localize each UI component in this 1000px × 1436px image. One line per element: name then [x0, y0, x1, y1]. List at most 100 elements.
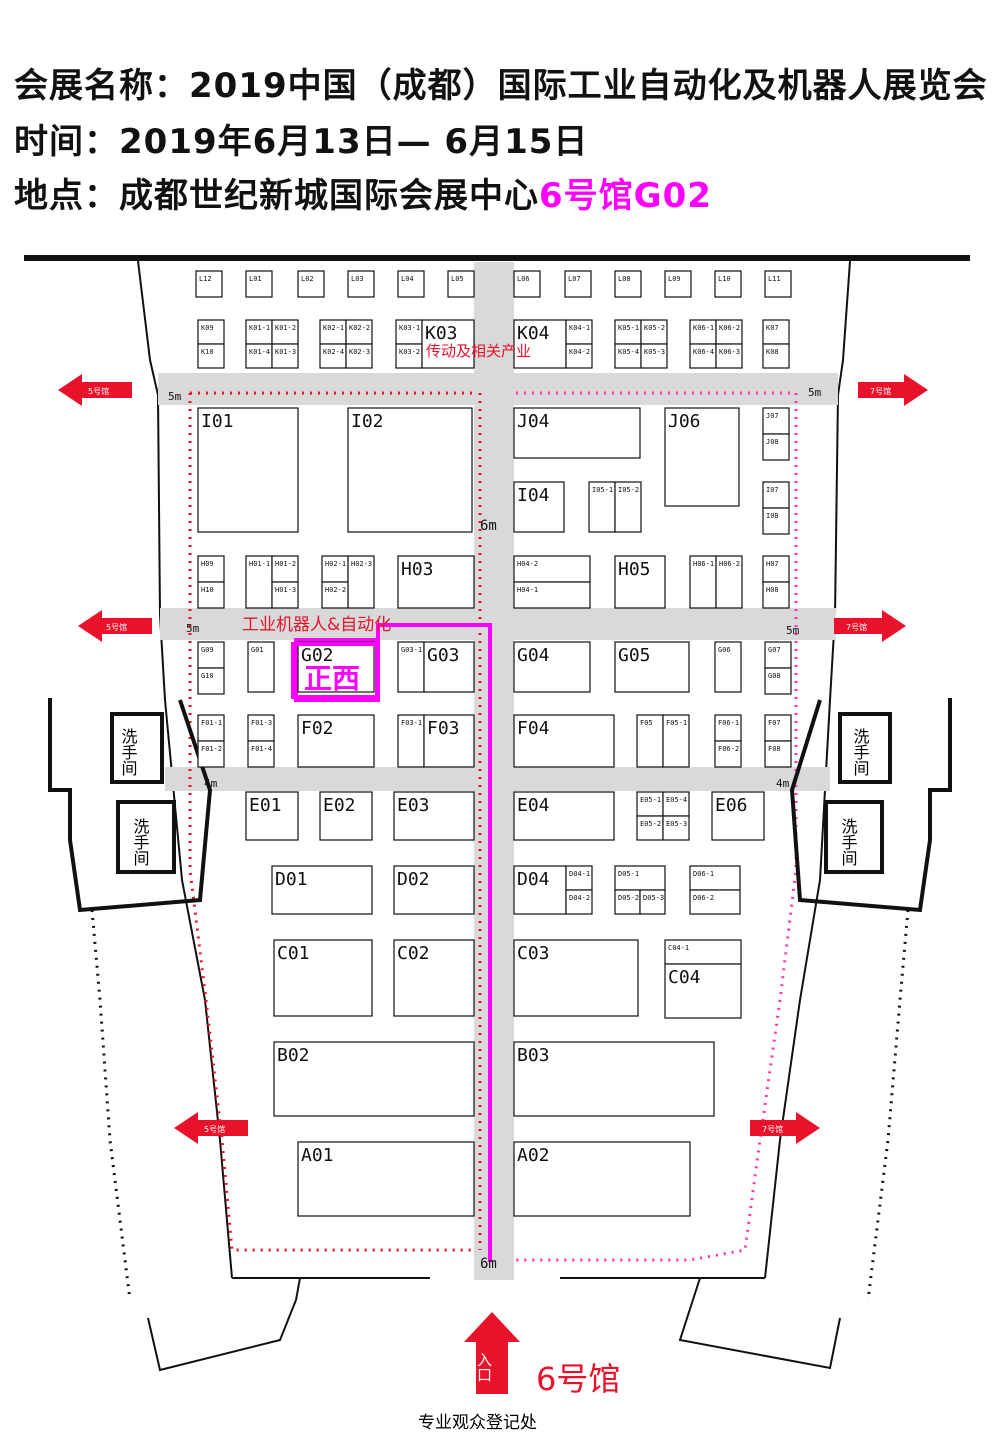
booth-k01-3 [271, 343, 299, 369]
booth-label-f07: F07 [768, 719, 781, 727]
booth-k02-4 [319, 343, 347, 369]
booth-label-k10: K10 [201, 348, 214, 356]
booth-label-h02-2: H02-2 [325, 586, 346, 594]
booth-label-k04-1: K04-1 [569, 324, 590, 332]
booth-b02 [273, 1041, 475, 1117]
booth-label-h09: H09 [201, 560, 214, 568]
restroom-label-4: 洗手间 [839, 818, 858, 867]
booth-label-l08: L08 [618, 275, 631, 283]
booth-label-e01: E01 [249, 795, 282, 816]
booth-k04-2 [565, 343, 593, 369]
booth-h04-2 [513, 555, 591, 583]
booth-f01-2 [197, 740, 225, 768]
booth-label-i07: I07 [766, 486, 779, 494]
booth-l01 [245, 270, 273, 298]
booth-g09 [197, 641, 225, 669]
booth-k04-1 [565, 319, 593, 345]
booth-l02 [297, 270, 325, 298]
exhibition-venue: 地点：成都世纪新城国际会展中心6号馆G02 [14, 168, 712, 217]
booth-d05-2 [614, 889, 641, 915]
booth-label-k05-3: K05-3 [644, 348, 665, 356]
booth-label-a01: A01 [301, 1145, 334, 1166]
booth-j07 [762, 407, 790, 435]
booth-i01 [197, 407, 299, 533]
booth-label-k02-1: K02-1 [323, 324, 344, 332]
booth-label-i02: I02 [351, 411, 384, 432]
booth-h03 [397, 555, 475, 609]
booth-label-e03: E03 [397, 795, 430, 816]
booth-label-k05-1: K05-1 [618, 324, 639, 332]
booth-k03 [421, 319, 475, 369]
booth-h01-3 [271, 581, 299, 609]
restroom-blocks [48, 698, 952, 913]
booth-k08 [762, 343, 790, 369]
hall-outline [137, 260, 851, 1372]
restroom-label-1: 洗手间 [119, 728, 138, 777]
booth-j04 [513, 407, 641, 459]
booth-l10 [714, 270, 742, 298]
booth-e04 [513, 791, 615, 841]
booth-d05-3 [639, 889, 666, 915]
booth-label-h01-2: H01-2 [275, 560, 296, 568]
booth-f01-1 [197, 714, 225, 742]
booth-label-g08: G08 [768, 672, 781, 680]
booth-c03 [513, 939, 639, 1017]
booth-label-f01-1: F01-1 [201, 719, 222, 727]
booth-label-l11: L11 [768, 275, 781, 283]
booth-label-k03: K03 [425, 323, 458, 344]
zone-transmission: 传动及相关产业 [426, 342, 531, 360]
booth-h07 [762, 555, 790, 583]
booth-label-i05-1: I05-1 [592, 486, 613, 494]
booth-label-k06-4: K06-4 [693, 348, 714, 356]
booth-label-k07: K07 [766, 324, 779, 332]
booth-f05-1 [662, 714, 690, 768]
booth-e01 [245, 791, 299, 841]
booth-i02 [347, 407, 473, 533]
booth-k04 [513, 319, 567, 369]
booth-f01-4 [247, 740, 275, 768]
booth-label-l07: L07 [568, 275, 581, 283]
aisle-width-north-right: 5m [808, 386, 822, 399]
booth-h02-3 [347, 555, 375, 609]
booth-label-f01-2: F01-2 [201, 745, 222, 753]
booth-h06-1 [689, 555, 717, 609]
booth-label-f08: F08 [768, 745, 781, 753]
booth-label-f06-2: F06-2 [718, 745, 739, 753]
booth-k03-2 [395, 343, 423, 369]
booth-label-c04-1: C04-1 [668, 944, 689, 952]
booth-label-e04: E04 [517, 795, 550, 816]
booth-label-l02: L02 [301, 275, 314, 283]
booth-e03 [393, 791, 475, 841]
booth-i08 [762, 507, 790, 535]
booth-label-d05-3: D05-3 [643, 894, 664, 902]
hall-arrows [58, 374, 928, 1144]
booth-d01 [271, 865, 373, 915]
booth-label-d05-2: D05-2 [618, 894, 639, 902]
booth-d04 [513, 865, 567, 915]
booth-g06 [714, 641, 742, 693]
booth-label-d01: D01 [275, 869, 308, 890]
booth-h06-2 [715, 555, 743, 609]
booth-f06-2 [714, 740, 742, 768]
booth-k06-4 [689, 343, 717, 369]
booth-a02 [513, 1141, 691, 1217]
booth-label-j06: J06 [668, 411, 701, 432]
booth-label-k01-1: K01-1 [249, 324, 270, 332]
booth-k10 [197, 343, 225, 369]
booth-f07 [764, 714, 792, 742]
booth-label-g07: G07 [768, 646, 781, 654]
booth-l06 [513, 270, 541, 298]
booth-i05-1 [588, 481, 616, 533]
booth-label-k01-2: K01-2 [275, 324, 296, 332]
booth-label-h05: H05 [618, 559, 651, 580]
booth-k05-1 [614, 319, 642, 345]
booth-f03 [423, 714, 475, 768]
booth-label-j04: J04 [517, 411, 550, 432]
booth-f08 [764, 740, 792, 768]
booth-h08 [762, 581, 790, 609]
route-to-g02 [294, 623, 492, 1262]
booth-label-i08: I08 [766, 512, 779, 520]
booth-label-l06: L06 [517, 275, 530, 283]
